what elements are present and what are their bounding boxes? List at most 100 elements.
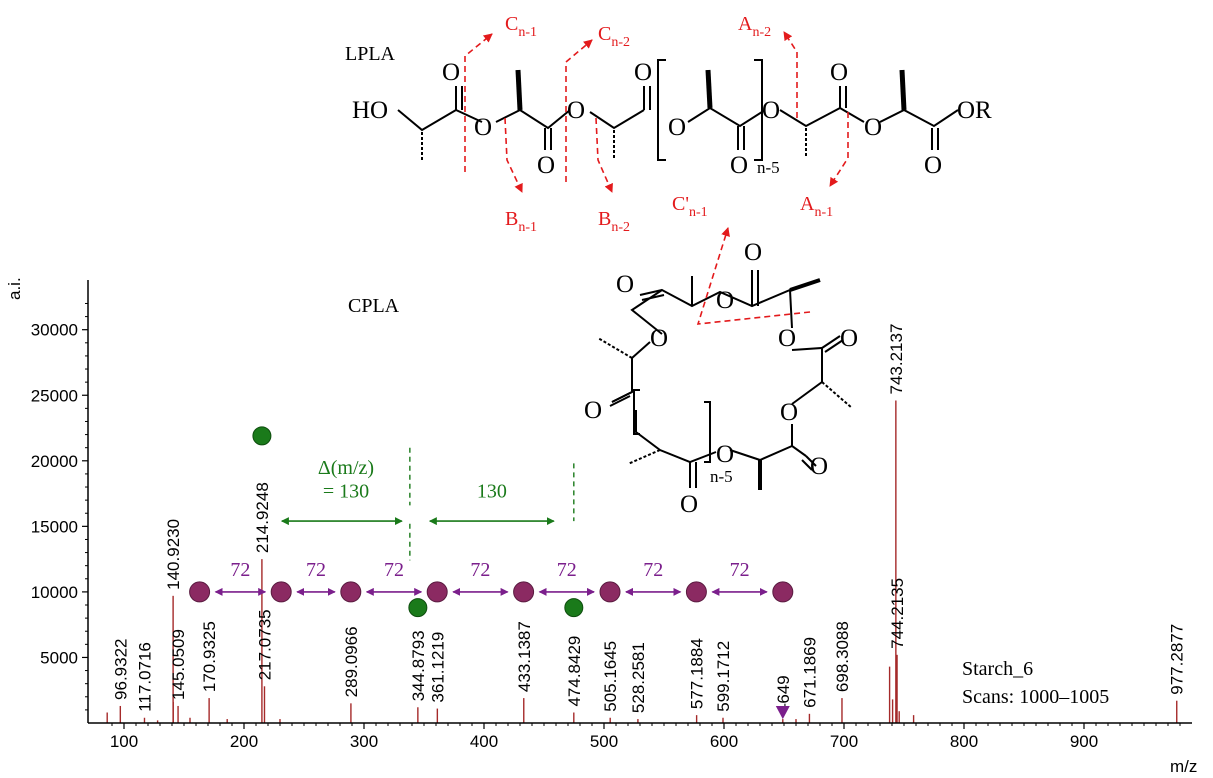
fragment-label: C'n-1 (672, 193, 708, 220)
fragment-label: An-1 (800, 193, 833, 220)
o-atom: O (567, 97, 585, 124)
repeat-subscript: n-5 (757, 158, 780, 177)
y-tick-label: 5000 (40, 648, 78, 667)
y-tick-label: 20000 (31, 452, 78, 471)
o-atom: O (716, 287, 734, 314)
peak-label: 577.1884 (688, 638, 707, 709)
peak-label: 214.9248 (253, 482, 272, 553)
green-series-marker (564, 598, 584, 618)
spacing-label: 72 (470, 559, 490, 581)
x-tick-label: 200 (230, 732, 258, 751)
peak-label: 505.1645 (601, 641, 620, 712)
delta-label: = 130 (323, 481, 369, 503)
purple-series-marker (189, 581, 211, 603)
peaks-layer (106, 400, 1178, 723)
y-axis-label: a.i. (5, 277, 24, 300)
repeat-subscript: n-5 (710, 467, 733, 486)
peak-label: 671.1869 (800, 637, 819, 708)
x-tick-label: 300 (350, 732, 378, 751)
peak-label: 344.8793 (409, 630, 428, 701)
peak-label: 170.9325 (200, 621, 219, 692)
o-atom: O (584, 397, 602, 424)
o-atom: O (840, 325, 858, 352)
o-atom: O (474, 114, 492, 141)
spacing-label: 72 (306, 559, 326, 581)
purple-series-marker (772, 581, 794, 603)
peak-label: 599.1712 (714, 641, 733, 712)
x-tick-label: 900 (1070, 732, 1098, 751)
ho-group: HO (352, 97, 388, 124)
or-group: OR (957, 97, 992, 124)
o-atom: O (778, 325, 796, 352)
peak-label: 217.0735 (255, 609, 274, 680)
purple-series-marker (599, 581, 621, 603)
peak-label: 433.1387 (515, 621, 534, 692)
green-series-marker (252, 426, 272, 446)
peak-label: 743.2137 (887, 324, 906, 395)
o-atom: O (616, 271, 634, 298)
fragment-label: Bn-1 (505, 208, 537, 235)
o-atom: O (634, 59, 652, 86)
x-tick-label: 700 (830, 732, 858, 751)
y-tick-label: 15000 (31, 517, 78, 536)
fragment-label: An-2 (738, 13, 771, 40)
o-atom: O (680, 491, 698, 518)
o-atom: O (762, 97, 780, 124)
x-axis-label: m/z (1170, 757, 1197, 776)
axis-layer: 100 200 300 400 500 600 700 800 900 5000 10000 1500… (31, 280, 1192, 751)
peak-label: –649 (774, 675, 793, 713)
o-atom: O (830, 59, 848, 86)
delta-label: 130 (477, 481, 507, 503)
o-atom: O (730, 152, 748, 179)
spacing-label: 72 (230, 559, 250, 581)
fragment-label: Bn-2 (598, 208, 630, 235)
o-atom: O (716, 441, 734, 468)
peak-label: 361.1219 (428, 632, 447, 703)
x-tick-label: 600 (710, 732, 738, 751)
peak-label: 289.0966 (342, 626, 361, 697)
spacing-label: 72 (557, 559, 577, 581)
peak-label: 698.3088 (833, 621, 852, 692)
cyclic-pla-name: CPLA (348, 295, 400, 317)
sample-name: Starch_6 (962, 658, 1033, 680)
o-atom: O (650, 325, 668, 352)
x-tick-label: 500 (590, 732, 618, 751)
linear-pla-name: LPLA (345, 43, 396, 65)
marker-layer (189, 426, 794, 618)
y-tick-label: 30000 (31, 321, 78, 340)
linear-pla-structure: LPLA HO O O O O O O (345, 13, 992, 235)
y-tick-label: 10000 (31, 583, 78, 602)
x-tick-label: 800 (950, 732, 978, 751)
spacing-label: 72 (384, 559, 404, 581)
fragment-label: Cn-2 (598, 23, 630, 50)
purple-series-marker (685, 581, 707, 603)
o-atom: O (744, 239, 762, 266)
o-atom: O (442, 59, 460, 86)
purple-series-marker (270, 581, 292, 603)
spacing-label: 72 (730, 559, 750, 581)
peak-label: 528.2581 (629, 642, 648, 713)
x-tick-label: 400 (470, 732, 498, 751)
peak-label: 96.9322 (111, 639, 130, 700)
y-tick-label: 25000 (31, 386, 78, 405)
delta-label: Δ(m/z) (318, 457, 374, 479)
x-tick-label: 100 (110, 732, 138, 751)
fragment-label: Cn-1 (505, 13, 537, 40)
o-atom: O (537, 152, 555, 179)
o-atom: O (668, 114, 686, 141)
peak-label: 744.2135 (888, 578, 907, 649)
green-series-marker (408, 598, 428, 618)
peak-label: 140.9230 (164, 519, 183, 590)
down-arrow-marker (775, 705, 790, 720)
o-atom: O (864, 114, 882, 141)
o-atom: O (780, 399, 798, 426)
peak-label: 977.2877 (1168, 624, 1187, 695)
o-atom: O (924, 152, 942, 179)
purple-series-marker (340, 581, 362, 603)
peak-label: 117.0716 (135, 642, 154, 712)
peak-label: 474.8429 (565, 636, 584, 707)
